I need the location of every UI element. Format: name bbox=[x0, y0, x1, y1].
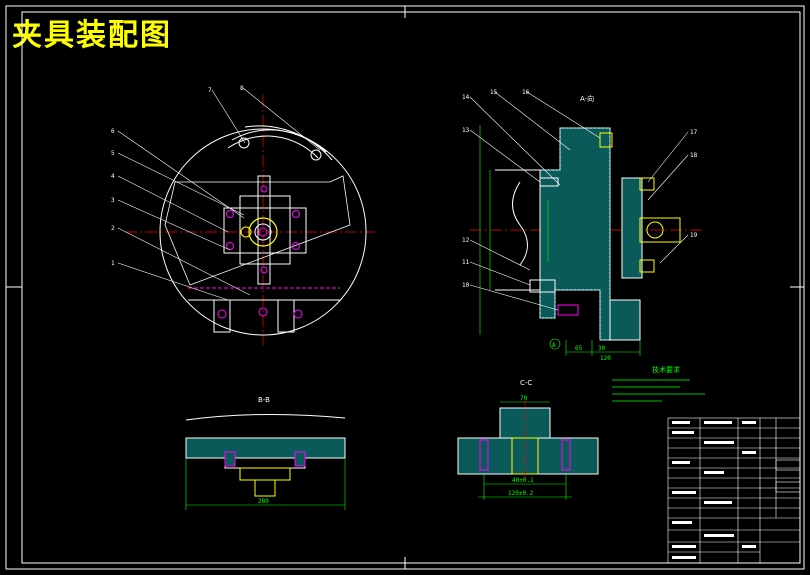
cc-label: C-C bbox=[520, 379, 532, 387]
balloon-1: 1 bbox=[111, 260, 115, 267]
section-c-c: C-C 70 40±0.1 120±0.2 bbox=[457, 379, 599, 500]
balloon-5: 5 bbox=[111, 150, 115, 157]
title-block-fill bbox=[672, 421, 756, 559]
balloon-18: 18 bbox=[690, 152, 698, 159]
datum-a-label: A bbox=[552, 342, 556, 349]
balloon-16: 16 bbox=[522, 89, 530, 96]
cc-dim-bottom-1: 40±0.1 bbox=[512, 477, 534, 484]
balloon-8: 8 bbox=[240, 85, 244, 92]
balloon-13: 13 bbox=[462, 127, 470, 134]
tech-title: 技术要求 bbox=[652, 365, 680, 374]
cc-dim-top: 70 bbox=[520, 395, 528, 402]
balloon-19: 19 bbox=[690, 232, 698, 239]
inner-frame bbox=[21, 11, 801, 564]
balloon-12: 12 bbox=[462, 237, 470, 244]
bb-label: B-B bbox=[258, 396, 270, 404]
side-view: A-向 65 30 12 bbox=[462, 89, 705, 362]
cc-dim-bottom-2: 120±0.2 bbox=[508, 490, 534, 497]
balloon-14: 14 bbox=[462, 94, 470, 101]
balloon-7: 7 bbox=[208, 87, 212, 94]
balloon-2: 2 bbox=[111, 225, 115, 232]
section-b-b: B-B 280 bbox=[185, 396, 346, 510]
front-view: 1 2 3 4 5 6 7 8 bbox=[111, 85, 375, 345]
a-view-label: A-向 bbox=[580, 94, 594, 103]
side-dim-3: 120 bbox=[600, 355, 611, 362]
balloon-6: 6 bbox=[111, 128, 115, 135]
bb-dim-width: 280 bbox=[258, 498, 269, 505]
drawing-title: 夹具装配图 bbox=[12, 18, 172, 53]
tech-requirements: 技术要求 bbox=[612, 365, 705, 402]
balloon-11: 11 bbox=[462, 259, 470, 266]
balloon-15: 15 bbox=[490, 89, 498, 96]
side-dim-1: 65 bbox=[575, 345, 583, 352]
outer-frame bbox=[5, 5, 805, 570]
title-block bbox=[667, 417, 801, 564]
balloon-17: 17 bbox=[690, 129, 698, 136]
balloon-4: 4 bbox=[111, 173, 115, 180]
side-dim-2: 30 bbox=[598, 345, 606, 352]
balloon-3: 3 bbox=[111, 197, 115, 204]
balloon-10: 10 bbox=[462, 282, 470, 289]
